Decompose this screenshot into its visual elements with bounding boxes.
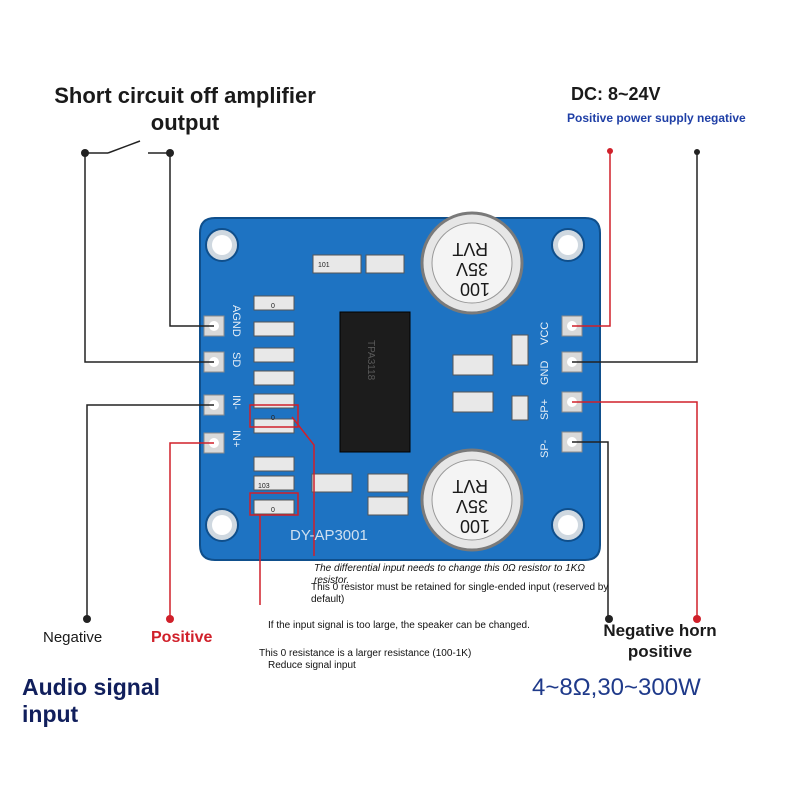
red-wires: [169, 153, 698, 618]
board-model: DY-AP3001: [290, 527, 368, 544]
capacitor-bottom: [420, 448, 524, 552]
resistor-code-4: 0: [271, 415, 275, 422]
signal-too-large-note: If the input signal is too large, the sp…: [268, 620, 530, 631]
short-circuit-label: Short circuit off amplifier output: [54, 83, 316, 135]
capacitor-top: [420, 211, 524, 315]
pin-in-plus: IN+: [230, 430, 242, 447]
pin-sp-plus: SP+: [539, 399, 551, 420]
horn-label: Negative horn positive: [603, 621, 717, 661]
audio-input-label: Audio signal input: [22, 674, 160, 727]
single-ended-note: This 0 resistor must be retained for sin…: [311, 582, 609, 605]
cap-bottom-value: 100: [460, 516, 490, 536]
chip-marking: TPA3118: [365, 340, 376, 381]
resistor-highlight-diff: [249, 404, 299, 428]
resistor-code-5: 0: [271, 507, 275, 514]
positive-label: Positive: [151, 629, 213, 646]
resistor-code-1: 101: [318, 262, 330, 269]
resistor-code-2: 103: [258, 483, 270, 490]
pin-sd: SD: [230, 352, 242, 367]
cap-top-value: 100: [460, 279, 490, 299]
board-text: DY-AP3001 AGND SD IN- IN+ VCC GND SP+ SP…: [230, 305, 551, 544]
power-polarity-label: Positive power supply negative: [567, 111, 746, 125]
cap-top-brand: RVT: [452, 239, 488, 259]
pin-vcc: VCC: [539, 322, 551, 345]
pin-in-minus: IN-: [230, 395, 242, 410]
amplifier-chip: [339, 311, 411, 453]
cap-top-voltage: 35V: [456, 259, 488, 279]
resistor-codes: 101 103 0 0 0: [258, 262, 330, 514]
differential-note: The differential input needs to change t…: [314, 563, 585, 586]
speaker-spec-label: 4~8Ω,30~300W: [532, 674, 701, 701]
dc-voltage-label: DC: 8~24V: [571, 84, 661, 104]
reduce-signal-note: Reduce signal input: [268, 660, 356, 671]
pin-gnd: GND: [539, 361, 551, 386]
pin-sp-minus: SP-: [539, 439, 551, 458]
pin-agnd: AGND: [230, 305, 242, 337]
zero-resistance-note: This 0 resistance is a larger resistance…: [259, 648, 472, 659]
wire-terminals: [81, 148, 701, 623]
cap-bottom-brand: RVT: [452, 476, 488, 496]
negative-label: Negative: [43, 629, 103, 646]
resistor-highlight-input: [249, 492, 299, 516]
capacitor-text: 100 35V RVT 100 35V RVT: [452, 239, 490, 536]
cap-bottom-voltage: 35V: [456, 496, 488, 516]
resistor-code-3: 0: [271, 303, 275, 310]
smd-components: [253, 254, 529, 516]
